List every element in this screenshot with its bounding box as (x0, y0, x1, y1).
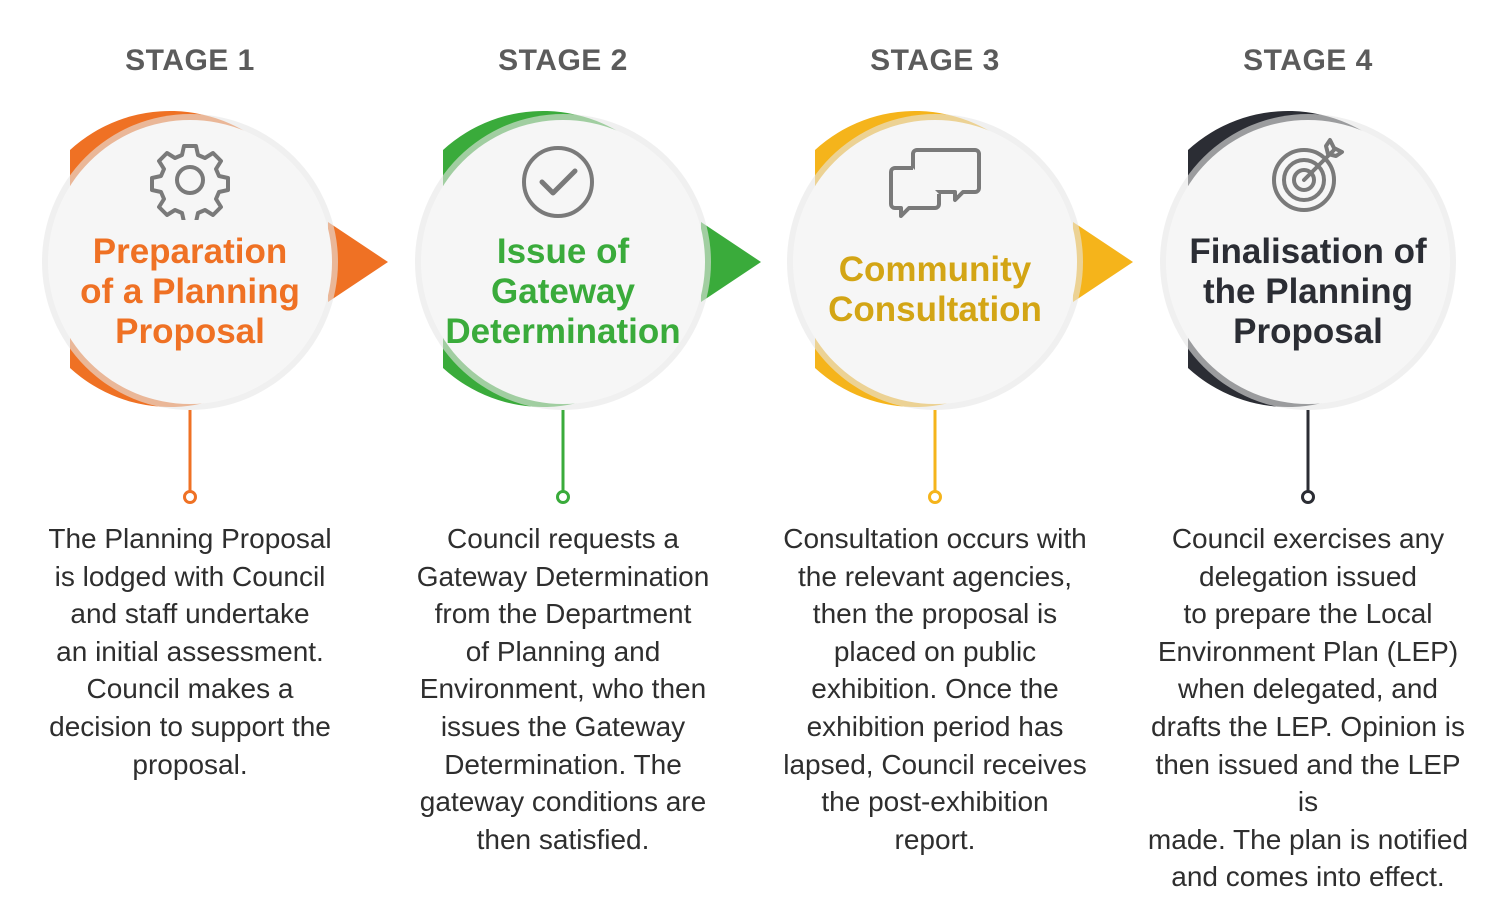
stage-ring (1160, 110, 1456, 504)
ring-pointer (1073, 222, 1133, 302)
stage-1: STAGE 1 Preparation of a Planning Propos… (10, 0, 388, 910)
connector-node (183, 490, 197, 504)
ring-disc (48, 120, 332, 404)
ring-disc (421, 120, 705, 404)
connector-node (1301, 490, 1315, 504)
stage-label: STAGE 2 (498, 44, 628, 77)
ring-disc (1166, 120, 1450, 404)
stage-description: Consultation occurs with the relevant ag… (783, 523, 1087, 855)
check-circle-icon (522, 146, 594, 218)
stage-description: Council requests a Gateway Determination… (416, 523, 710, 855)
connector-node (556, 490, 570, 504)
stage-label: STAGE 4 (1243, 44, 1373, 77)
stage-2: STAGE 2 Issue of Gateway Determination C… (383, 0, 761, 910)
stage-3: STAGE 3 Community Consultation Consultat… (755, 0, 1133, 910)
stage-ring (42, 110, 388, 504)
stage-4: STAGE 4 Finalisation of the Planning Pro… (1128, 0, 1488, 910)
stage-title: Community Consultation (828, 250, 1042, 329)
ring-pointer (328, 222, 388, 302)
chat-bubbles-icon (889, 148, 981, 218)
stage-title: Preparation of a Planning Proposal (80, 232, 300, 351)
stage-title: Issue of Gateway Determination (445, 232, 681, 351)
ring-disc (793, 120, 1077, 404)
stage-ring (787, 110, 1133, 504)
target-icon (1272, 138, 1344, 212)
stage-label: STAGE 3 (870, 44, 1000, 77)
connector-node (928, 490, 942, 504)
gear-icon (150, 144, 230, 220)
stage-description: The Planning Proposal is lodged with Cou… (48, 523, 332, 780)
ring-pointer (701, 222, 761, 302)
stage-description: Council exercises any delegation issued … (1147, 523, 1469, 893)
stage-label: STAGE 1 (125, 44, 255, 77)
stage-title: Finalisation of the Planning Proposal (1189, 232, 1427, 351)
stage-ring (415, 110, 761, 504)
